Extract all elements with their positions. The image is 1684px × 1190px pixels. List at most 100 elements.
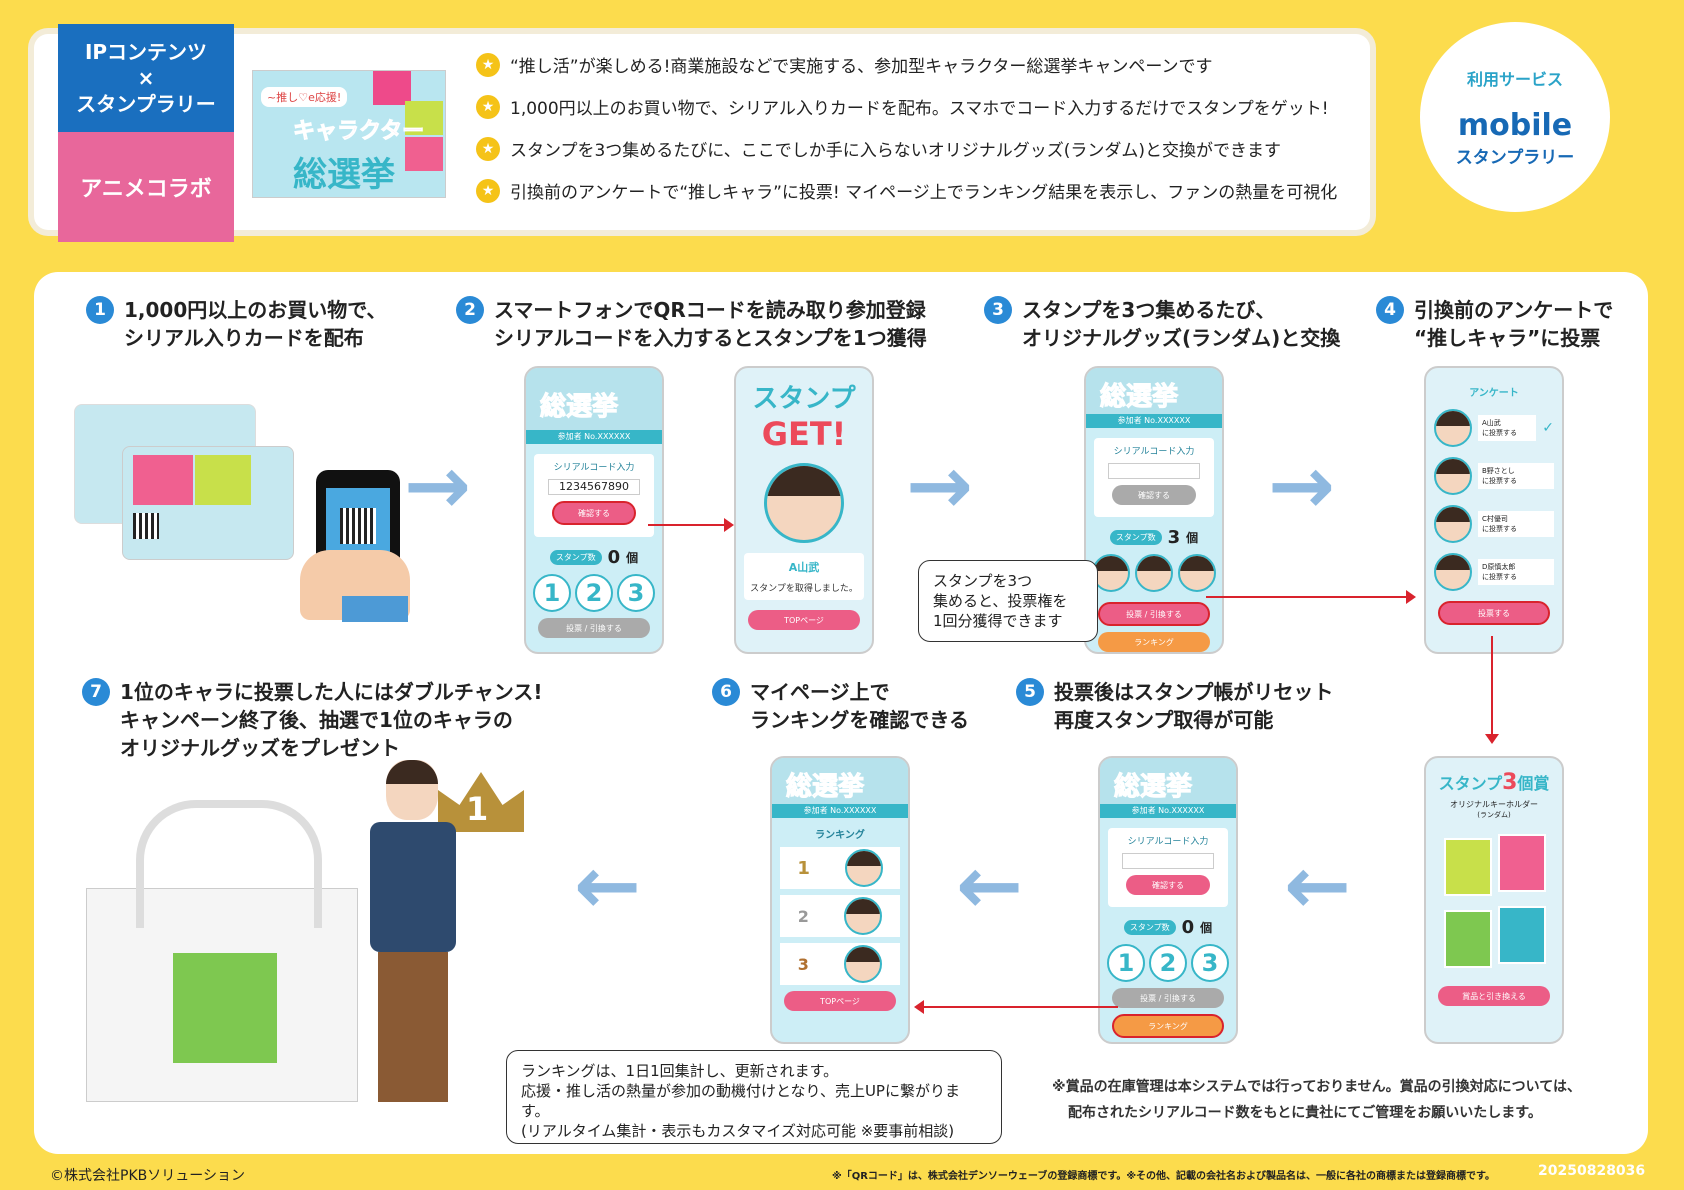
copyright: ©株式会社PKBソリューション <box>50 1168 245 1184</box>
tag-line: スタンプラリー <box>76 92 216 116</box>
vote-option-b[interactable]: B野さとしに投票する <box>1434 457 1554 495</box>
stamp-get-title: GET! <box>761 415 847 453</box>
serial-input[interactable]: 1234567890 <box>548 479 640 495</box>
tote-handle <box>136 800 322 928</box>
keychain-icon <box>1498 834 1546 892</box>
qr-code-icon <box>340 508 376 544</box>
ranking-button[interactable]: ランキング <box>1098 632 1210 652</box>
prize-title-text: スタンプ <box>1438 774 1503 793</box>
ranking-button[interactable]: ランキング <box>1112 1014 1224 1038</box>
step-text: 投票後はスタンプ帳がリセット <box>1054 680 1334 704</box>
stamp-number: 3 <box>1167 527 1181 548</box>
confirm-button[interactable]: 確認する <box>1126 875 1210 895</box>
step-text: 1,000円以上のお買い物で、 <box>124 298 387 322</box>
get-message: スタンプを取得しました。 <box>750 584 858 594</box>
vote-option-c[interactable]: C村優司に投票する <box>1434 505 1554 543</box>
red-arrowhead-icon <box>724 518 734 532</box>
serial-card: シリアルコード入力 1234567890 確認する <box>534 454 654 537</box>
stamp-slot: 2 <box>575 574 613 612</box>
step-text: シリアルコードを入力するとスタンプを1つ獲得 <box>494 326 927 350</box>
serial-label: シリアルコード入力 <box>1127 837 1209 847</box>
serial-input[interactable] <box>1108 463 1200 479</box>
confirm-button[interactable]: 確認する <box>1112 485 1196 505</box>
sleeve-icon <box>342 596 408 622</box>
banner-character-tile <box>373 71 411 105</box>
prize-random: (ランダム) <box>1477 811 1511 819</box>
step-number: 1 <box>86 296 114 324</box>
ranking-callout: ランキングは、1日1回集計し、更新されます。 応援・推し活の熱量が参加の動機付け… <box>506 1050 1002 1144</box>
participant-no: 参加者 No.XXXXXX <box>526 430 662 444</box>
phone-ranking: 総選挙 参加者 No.XXXXXX ランキング 1 2 3 TOPページ <box>770 756 910 1044</box>
vote-option-d[interactable]: D原慎太郎に投票する <box>1434 553 1554 591</box>
red-connector <box>924 1006 1118 1008</box>
vote-button[interactable]: 投票する <box>1438 601 1550 625</box>
step-number: 6 <box>712 678 740 706</box>
feature-bullet: ★“推し活”が楽しめる!商業施設などで実施する、参加型キャラクター総選挙キャンペ… <box>476 52 1213 77</box>
exchange-button[interactable]: 投票 / 引換する <box>1098 602 1210 626</box>
keychain-grid <box>1426 820 1562 980</box>
confirm-button[interactable]: 確認する <box>552 501 636 525</box>
red-connector <box>648 524 728 526</box>
stamp-callout: スタンプを3つ 集めると、投票権を 1回分獲得できます <box>918 560 1098 642</box>
step-1-heading: 1 1,000円以上のお買い物で、 シリアル入りカードを配布 <box>86 296 386 352</box>
tag-line: × <box>137 66 155 90</box>
tote-print <box>173 953 277 1063</box>
step-text: シリアル入りカードを配布 <box>124 326 364 350</box>
vote-option-a[interactable]: A山武に投票する✓ <box>1434 409 1554 447</box>
exchange-button[interactable]: 投票 / 引換する <box>1112 988 1224 1008</box>
callout-text: 1回分獲得できます <box>933 612 1063 630</box>
top-page-button[interactable]: TOPページ <box>784 991 896 1011</box>
stamp-label: スタンプ数 <box>1123 920 1176 935</box>
flow-arrow-right-icon: → <box>906 439 974 532</box>
phone-title: 総選挙 <box>785 772 865 803</box>
phone-title: 総選挙 <box>539 392 619 423</box>
count-unit: 個 <box>1186 531 1199 545</box>
card-character-tile <box>133 455 193 505</box>
phone-header: 総選挙 <box>526 368 662 430</box>
keychain-icon <box>1498 906 1546 964</box>
phone-header: 総選挙 <box>772 758 908 804</box>
top-page-button[interactable]: TOPページ <box>748 610 860 630</box>
callout-text: スタンプを3つ <box>933 572 1033 590</box>
prize-exchange-button[interactable]: 賞品と引き換える <box>1438 986 1550 1006</box>
vote-name: C村優司 <box>1482 515 1508 523</box>
character-avatar <box>1434 553 1472 591</box>
participant-no: 参加者 No.XXXXXX <box>1086 414 1222 428</box>
note-text: 配布されたシリアルコード数をもとに貴社にてご管理をお願いいたします。 <box>1068 1105 1542 1121</box>
step-text: “推しキャラ”に投票 <box>1414 326 1601 350</box>
campaign-banner: ~推し♡e応援! キャラクター 総選挙 <box>252 70 446 198</box>
flow-arrow-left-icon: ← <box>1284 839 1352 932</box>
serial-input[interactable] <box>1122 853 1214 869</box>
vote-to: に投票する <box>1482 525 1517 533</box>
exchange-button[interactable]: 投票 / 引換する <box>538 618 650 638</box>
medal-silver-icon: 2 <box>797 906 809 926</box>
phone-serial-input: 総選挙 参加者 No.XXXXXX シリアルコード入力 1234567890 確… <box>524 366 664 654</box>
service-label: 利用サービス <box>1466 70 1563 89</box>
callout-text: ランキングは、1日1回集計し、更新されます。 <box>521 1062 839 1080</box>
stamp-number: 0 <box>607 547 621 568</box>
step-text: キャンペーン終了後、抽選で1位のキャラの <box>120 708 513 732</box>
card-character-tile <box>195 455 251 505</box>
participant-no: 参加者 No.XXXXXX <box>772 804 908 818</box>
step-text: スタンプを3つ集めるたび、 <box>1022 298 1276 322</box>
flow-arrow-left-icon: ← <box>574 839 642 932</box>
prize-item: オリジナルキーホルダー <box>1450 800 1538 809</box>
anime-collab-tag: アニメコラボ <box>58 132 234 242</box>
character-avatar <box>1434 457 1472 495</box>
step-text: オリジナルグッズ(ランダム)と交換 <box>1022 326 1341 350</box>
banner-character-tile <box>405 137 443 171</box>
prize-title: スタンプ3個賞 <box>1426 770 1562 795</box>
rank-row-1: 1 <box>780 847 900 889</box>
callout-text: 集めると、投票権を <box>933 592 1068 610</box>
step-text: マイページ上で <box>750 680 890 704</box>
note-text: ※賞品の在庫管理は本システムでは行っておりません。賞品の引換対応については、 <box>1052 1079 1581 1095</box>
stamp-slot: 1 <box>533 574 571 612</box>
stamp-slot: 3 <box>1191 944 1229 982</box>
phone-title: 総選挙 <box>1113 772 1193 803</box>
